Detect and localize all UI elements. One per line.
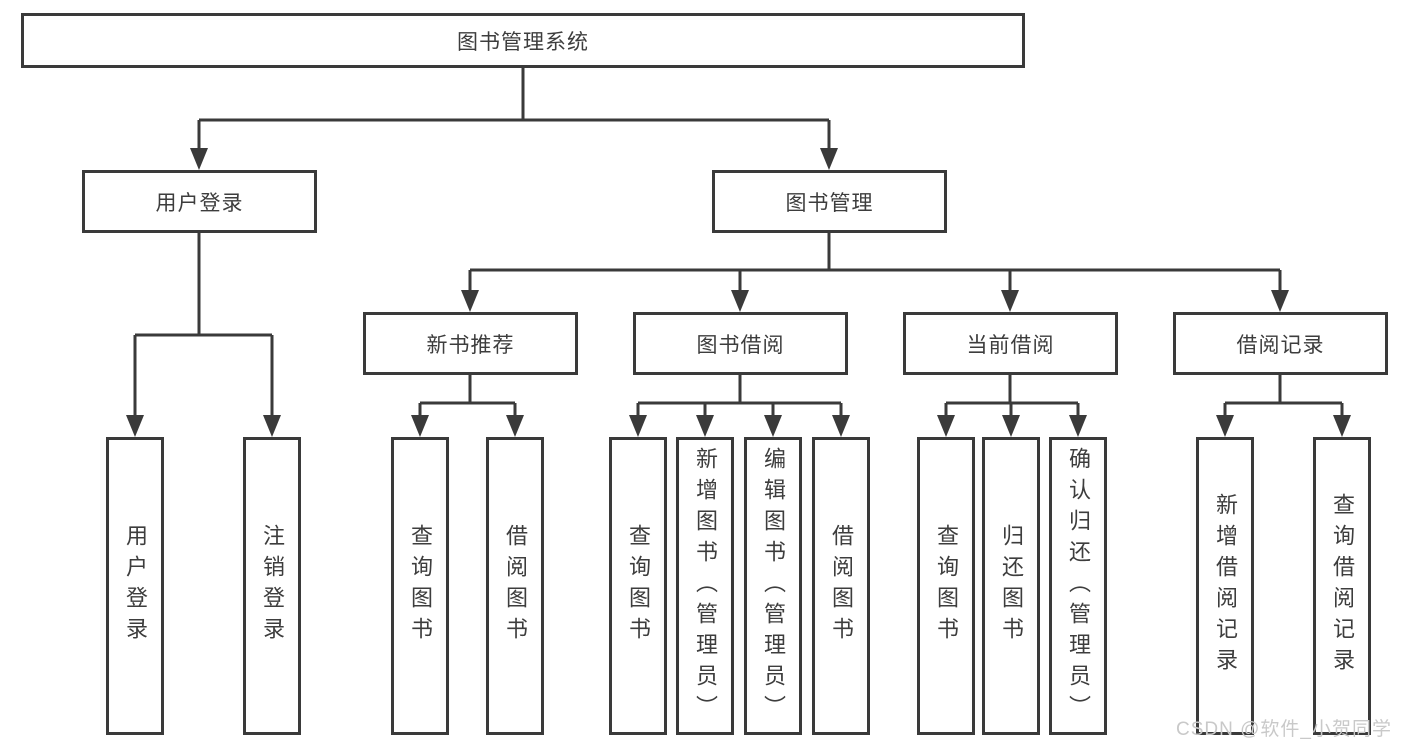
connector-book-mgmt-to-level3 <box>468 233 1282 292</box>
arrowhead-new-book-rec <box>461 290 479 312</box>
connector-current-borrow-to-leaves <box>944 375 1080 417</box>
arrowhead-leaf-add-books <box>696 415 714 437</box>
arrowhead-leaf-query-borrow-record <box>1333 415 1351 437</box>
leaf-user-login: 用户登录 <box>106 437 164 735</box>
arrowhead-user-login <box>190 148 208 170</box>
connector-new-book-rec-to-leaves <box>418 375 517 417</box>
leaf-query-books-recommend: 查询图书 <box>391 437 449 735</box>
arrowhead-leaf-borrow-books-rec <box>506 415 524 437</box>
arrowhead-leaf-return-books <box>1002 415 1020 437</box>
connector-root-to-level2 <box>197 68 831 150</box>
node-book-management: 图书管理 <box>712 170 947 233</box>
arrowhead-borrow-records <box>1271 290 1289 312</box>
leaf-query-books-current: 查询图书 <box>917 437 975 735</box>
leaf-borrow-books-recommend: 借阅图书 <box>486 437 544 735</box>
node-borrow-records: 借阅记录 <box>1173 312 1388 375</box>
leaf-query-borrow-record: 查询借阅记录 <box>1313 437 1371 735</box>
arrowhead-leaf-confirm-return <box>1069 415 1087 437</box>
arrowhead-leaf-edit-books <box>764 415 782 437</box>
arrowhead-leaf-query-books-current <box>937 415 955 437</box>
node-current-borrow: 当前借阅 <box>903 312 1118 375</box>
arrowhead-leaf-add-borrow-record <box>1216 415 1234 437</box>
arrowhead-leaf-query-books-borrow <box>629 415 647 437</box>
arrowhead-leaf-logout <box>263 415 281 437</box>
arrowhead-book-borrow <box>731 290 749 312</box>
leaf-add-books-admin: 新增图书（管理员） <box>676 437 734 735</box>
leaf-logout: 注销登录 <box>243 437 301 735</box>
leaf-borrow-books: 借阅图书 <box>812 437 870 735</box>
node-root-system: 图书管理系统 <box>21 13 1025 68</box>
connector-book-borrow-to-leaves <box>636 375 843 417</box>
node-user-login: 用户登录 <box>82 170 317 233</box>
arrowhead-book-mgmt <box>820 148 838 170</box>
node-book-borrow: 图书借阅 <box>633 312 848 375</box>
arrowhead-current-borrow <box>1001 290 1019 312</box>
connector-user-login-to-leaves <box>133 233 274 417</box>
leaf-edit-books-admin: 编辑图书（管理员） <box>744 437 802 735</box>
leaf-confirm-return-admin: 确认归还（管理员） <box>1049 437 1107 735</box>
arrowhead-leaf-query-books-rec <box>411 415 429 437</box>
connector-borrow-records-to-leaves <box>1223 375 1344 417</box>
csdn-watermark: CSDN @软件_小贺同学 <box>1176 719 1392 740</box>
leaf-query-books-borrow: 查询图书 <box>609 437 667 735</box>
arrowhead-leaf-user-login <box>126 415 144 437</box>
leaf-add-borrow-record: 新增借阅记录 <box>1196 437 1254 735</box>
arrowhead-leaf-borrow-books <box>832 415 850 437</box>
leaf-return-books: 归还图书 <box>982 437 1040 735</box>
node-new-book-recommend: 新书推荐 <box>363 312 578 375</box>
